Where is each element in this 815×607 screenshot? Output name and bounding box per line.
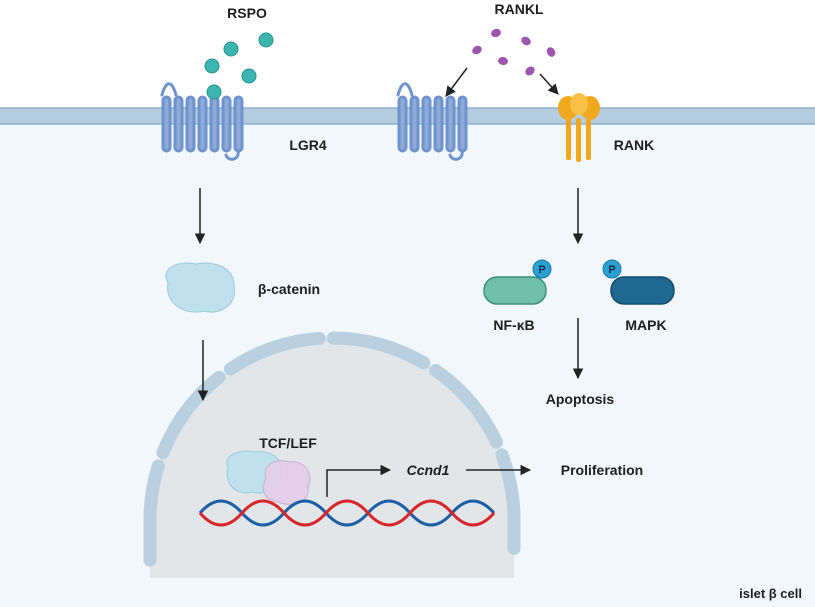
arrow-rankl-to-rank	[539, 73, 559, 95]
arrow-rankl-to-receptor	[445, 67, 468, 97]
label-cell: islet β cell	[739, 586, 802, 601]
dna-double-helix	[198, 499, 496, 527]
label-nfkb: NF-κB	[493, 317, 534, 333]
arrows	[194, 67, 584, 497]
nfkb-phospho-icon	[532, 259, 552, 279]
label-proliferation: Proliferation	[561, 462, 643, 478]
lgr4-receptor	[160, 82, 244, 161]
label-lgr4: LGR4	[289, 137, 327, 153]
label-phospho-nfkb: P	[538, 264, 545, 276]
rankl-ligands	[472, 28, 556, 76]
rspo-ligands	[204, 32, 274, 100]
tcf-lef-complex	[226, 450, 311, 505]
label-tcf-lef: TCF/LEF	[259, 435, 317, 451]
label-rspo: RSPO	[227, 5, 267, 21]
label-phospho-mapk: P	[608, 264, 615, 276]
label-beta-catenin: β-catenin	[258, 281, 320, 297]
nfkb-protein	[483, 259, 552, 305]
label-mapk: MAPK	[625, 317, 666, 333]
label-rank: RANK	[614, 137, 654, 153]
arrow-transcription-start	[326, 464, 392, 497]
label-ccnd1: Ccnd1	[407, 462, 450, 478]
nucleus	[143, 331, 521, 578]
rankl-binding-receptor	[396, 82, 468, 161]
mapk-protein	[602, 259, 675, 305]
label-apoptosis: Apoptosis	[546, 391, 615, 407]
beta-catenin-protein	[165, 262, 236, 313]
mapk-phospho-icon	[602, 259, 622, 279]
rank-receptor	[558, 93, 600, 162]
label-rankl: RANKL	[495, 1, 544, 17]
